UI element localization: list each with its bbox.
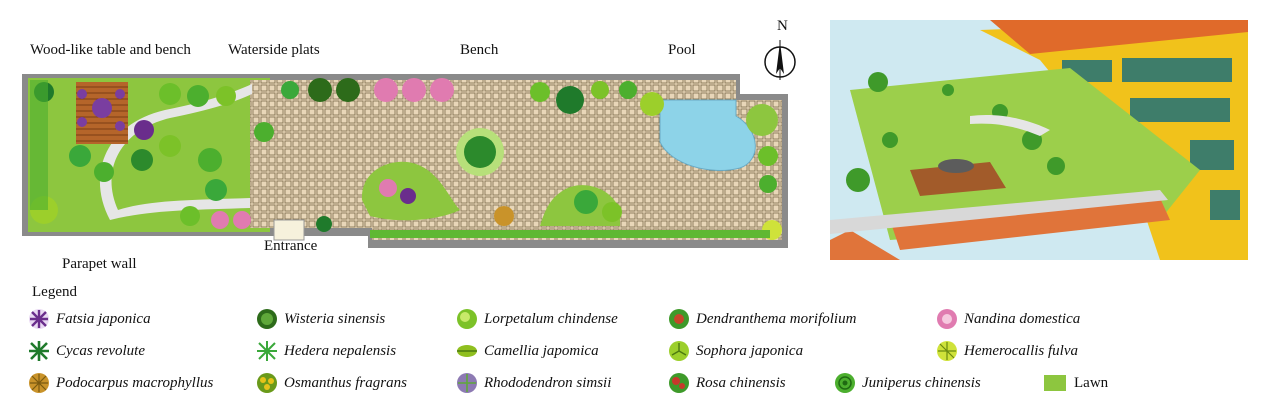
legend-label: Lorpetalum chindense: [484, 310, 618, 327]
legend-item-nandina: Nandina domestica: [936, 308, 1080, 330]
legend-label: Hedera nepalensis: [284, 342, 397, 359]
lorpetalum-icon: [457, 309, 477, 329]
legend-item-fatsia: Fatsia japonica: [28, 308, 151, 330]
legend-item-lawn: Lawn: [1042, 372, 1108, 394]
legend-label: Osmanthus fragrans: [284, 374, 407, 391]
legend-item-hedera: Hedera nepalensis: [256, 340, 396, 362]
legend-item-hemerocallis: Hemerocallis fulva: [936, 340, 1078, 362]
legend-item-dendranthema: Dendranthema morifolium: [668, 308, 856, 330]
compass-icon: [764, 40, 796, 80]
legend-label: Sophora japonica: [696, 342, 804, 359]
wisteria-icon: [257, 309, 277, 329]
legend-item-camellia: Camellia japomica: [456, 340, 599, 362]
legend-item-lorpetalum: Lorpetalum chindense: [456, 308, 618, 330]
legend-item-wisteria: Wisteria sinensis: [256, 308, 385, 330]
label-parapet-wall: Parapet wall: [62, 256, 137, 272]
hedera-icon: [257, 341, 277, 361]
juniperus-icon: [835, 373, 855, 393]
cycas-icon: [29, 341, 49, 361]
legend-label: Juniperus chinensis: [862, 374, 981, 391]
lawn-swatch: [1044, 375, 1066, 391]
legend-label: Fatsia japonica: [56, 310, 151, 327]
legend-label: Hemerocallis fulva: [964, 342, 1079, 359]
legend-label: Camellia japomica: [484, 342, 599, 359]
legend-item-rosa: Rosa chinensis: [668, 372, 786, 394]
legend-item-cycas: Cycas revolute: [28, 340, 145, 362]
legend-item-podocarpus: Podocarpus macrophyllus: [28, 372, 213, 394]
compass-north-label: N: [777, 18, 788, 34]
fatsia-icon: [29, 309, 49, 329]
legend-label: Wisteria sinensis: [284, 310, 386, 327]
legend-label: Rosa chinensis: [696, 374, 786, 391]
rhododendron-icon: [457, 373, 477, 393]
label-pool: Pool: [668, 42, 696, 58]
legend-label: Rhododendron simsii: [484, 374, 612, 391]
legend-label: Nandina domestica: [964, 310, 1081, 327]
rosa-icon: [669, 373, 689, 393]
label-entrance: Entrance: [264, 238, 318, 254]
legend: Fatsia japonica Wisteria sinensis Lorpet…: [28, 308, 1258, 404]
garden-perspective-illustration: [830, 20, 1248, 260]
label-wood-table-bench: Wood-like table and bench: [30, 42, 191, 58]
legend-label: Podocarpus macrophyllus: [56, 374, 214, 391]
legend-item-juniperus: Juniperus chinensis: [834, 372, 981, 394]
nandina-icon: [937, 309, 957, 329]
legend-item-sophora: Sophora japonica: [668, 340, 803, 362]
osmanthus-icon: [257, 373, 277, 393]
sophora-icon: [669, 341, 689, 361]
roof-garden-plan: [22, 74, 788, 248]
label-waterside-plats: Waterside plats: [228, 42, 320, 58]
camellia-icon: [457, 345, 477, 357]
legend-label: Cycas revolute: [56, 342, 145, 359]
legend-item-osmanthus: Osmanthus fragrans: [256, 372, 407, 394]
hemerocallis-icon: [937, 341, 957, 361]
label-bench: Bench: [460, 42, 499, 58]
legend-label: Dendranthema morifolium: [696, 310, 857, 327]
legend-label: Lawn: [1074, 374, 1109, 391]
legend-title: Legend: [32, 284, 77, 300]
podocarpus-icon: [29, 373, 49, 393]
dendranthema-icon: [669, 309, 689, 329]
legend-item-rhododendron: Rhododendron simsii: [456, 372, 611, 394]
